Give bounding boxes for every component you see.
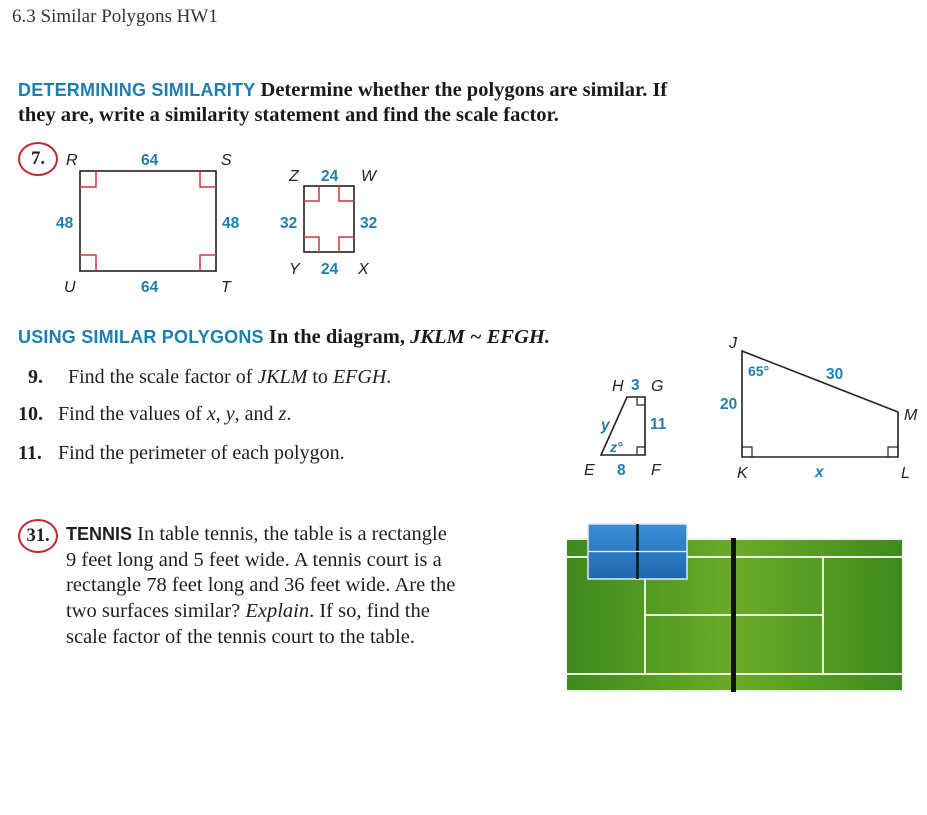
side-jm: 30 [826,366,843,383]
side-wx: 32 [360,215,377,232]
side-zw: 24 [321,168,339,185]
vertex-h: H [612,378,624,395]
exercise-9-text-pre: Find the scale factor of [68,366,258,388]
exercise-31-label: TENNIS [66,524,133,544]
exercise-31-text: TENNIS In table tennis, the table is a r… [66,522,536,651]
side-eh-label: y [600,417,611,434]
vertex-f: F [651,462,662,479]
right-angle-mark [304,186,320,202]
exercise-11: 11. Find the perimeter of each polygon. [18,442,345,465]
section-heading-determining: DETERMINING SIMILARITY Determine whether… [18,79,667,102]
exercise-9-text-post: . [386,366,392,388]
exercise-10-y: y [225,403,235,425]
rectangle-rstu-shape [79,170,217,272]
exercise-7-number: 7. [18,142,58,176]
right-angle-mark [199,171,216,188]
side-gf: 11 [650,416,667,433]
vertex-r: R [66,152,78,169]
section2-text: In the diagram, [268,326,405,348]
side-hg: 3 [631,377,640,394]
section-instruction-line1: Determine whether the polygons are simil… [260,79,668,101]
similarity-relation: JKLM ~ EFGH. [410,326,550,348]
side-ut: 64 [141,279,159,296]
right-angle-mark [80,254,97,271]
exercise-31-line1: In table tennis, the table is a rectangl… [132,523,447,545]
side-kl: x [814,464,825,481]
exercise-10-number: 10. [18,403,43,425]
tennis-net [731,538,736,692]
side-yx: 24 [321,261,339,278]
quadrilateral-efgh-shape [599,396,646,456]
vertex-e: E [584,462,595,479]
exercise-10-x: x [206,403,216,425]
side-st: 48 [222,215,240,232]
vertex-s: S [221,152,232,169]
rectangle-zwxy: Z W X Y 24 24 32 32 [280,168,378,278]
exercise-10-text-post: . [286,403,292,425]
exercise-9-text-mid: to [307,366,333,388]
side-rs: 64 [141,152,159,169]
exercise-9-jklm: JKLM [257,366,308,388]
right-angle-mark [338,186,354,202]
vertex-w: W [361,168,378,185]
exercise-10-text-pre: Find the values of [58,403,207,425]
exercise-31-number: 31. [18,519,58,553]
quadrilateral-efgh: H G E F 3 11 8 y z° [584,377,667,479]
right-angle-mark [199,254,216,271]
vertex-x: X [357,261,370,278]
vertex-z: Z [288,168,300,185]
side-ru: 48 [56,215,74,232]
rectangle-zwxy-shape [303,185,355,253]
right-angle-mark [304,236,320,252]
right-angle-mark [887,446,898,457]
section-instruction-line2: they are, write a similarity statement a… [18,104,559,126]
side-jk: 20 [720,396,737,413]
right-angle-mark [636,397,645,406]
exercise-31-explain: Explain [245,600,310,623]
vertex-y: Y [289,261,301,278]
right-angle-mark [338,236,354,252]
vertex-u: U [64,279,76,296]
vertex-g: G [651,378,663,395]
page-title: 6.3 Similar Polygons HW1 [12,6,218,27]
quadrilateral-jklm: J K L M 20 30 x 65° [720,335,918,482]
exercise-31-tail: . If so, find the scale factor of the te… [66,600,430,648]
exercise-10-text-and: , and [234,403,279,425]
exercise-10-z: z [278,403,287,425]
vertex-m: M [904,407,918,424]
exercise-11-text: Find the perimeter of each polygon. [58,442,345,464]
vertex-t: T [221,279,232,296]
right-angle-mark [80,171,97,188]
section-label-determining: DETERMINING SIMILARITY [18,80,256,100]
exercise-9-number: 9. [28,366,43,388]
vertex-j: J [728,335,738,352]
exercise-31-body: 9 feet long and 5 feet wide. A tennis co… [66,548,456,623]
side-zy: 32 [280,215,297,232]
quadrilateral-jklm-shape [741,349,899,458]
right-angle-mark [742,446,753,457]
angle-j-label: 65° [748,363,769,379]
exercise-10-text-mid: , [215,403,226,425]
exercise-9-efgh: EFGH [332,366,387,388]
section-label-using: USING SIMILAR POLYGONS [18,327,264,347]
vertex-k: K [737,465,749,482]
exercise-10: 10. Find the values of x, y, and z. [18,403,291,426]
angle-e-label: z° [609,439,623,455]
exercise-11-number: 11. [18,442,42,464]
section-heading-using: USING SIMILAR POLYGONS In the diagram, J… [18,326,550,349]
right-angle-mark [636,446,645,455]
exercise-9: 9. Find the scale factor of JKLM to EFGH. [18,366,391,389]
rectangle-rstu: R S T U 64 64 48 48 [56,152,240,296]
vertex-l: L [901,465,910,482]
side-ef: 8 [617,462,626,479]
tennis-court-illustration [567,523,902,692]
